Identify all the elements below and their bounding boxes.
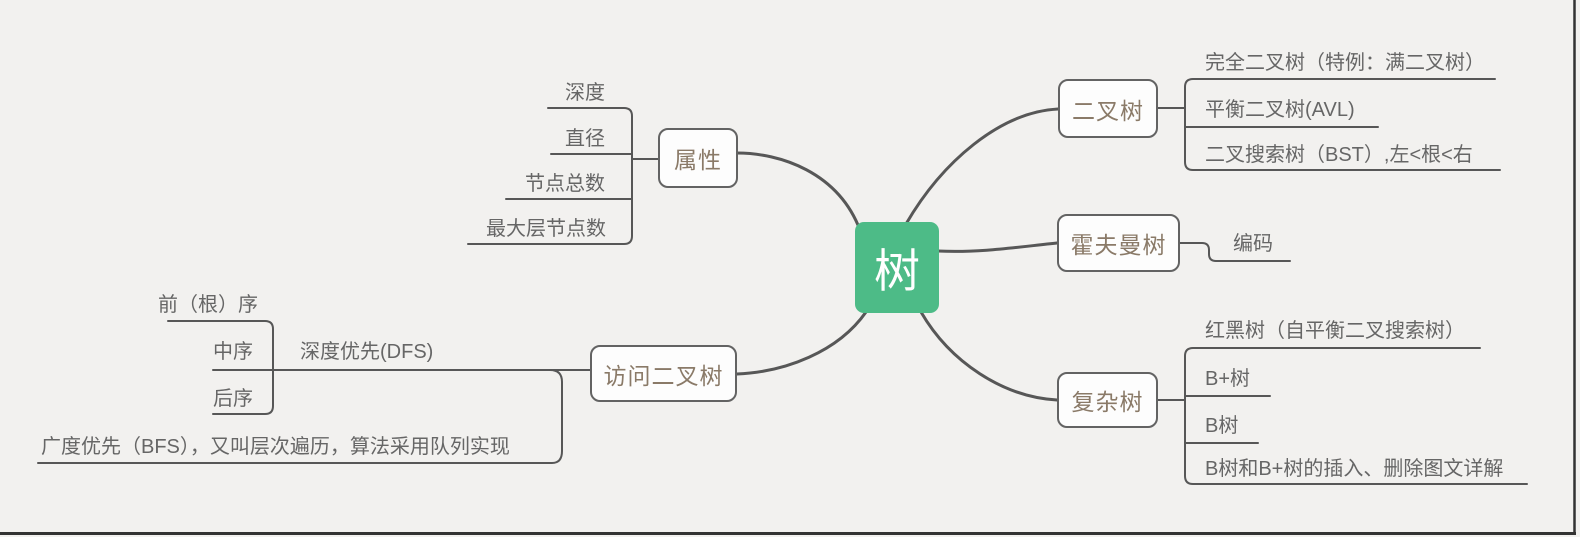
topic-label: 访问二叉树 [603,362,724,389]
connector-huffman-child [1179,242,1291,262]
leaf-attr-total-nodes[interactable]: 节点总数 [525,173,605,195]
topic-box-complex-tree[interactable]: 复杂树 [1057,372,1158,428]
root-node-tree[interactable]: 树 [855,222,939,313]
topic-box-huffman-tree[interactable]: 霍夫曼树 [1057,214,1180,272]
root-node-label: 树 [874,244,920,297]
connector-attributes-children [467,107,633,245]
leaf-complex-bplus-tree[interactable]: B+树 [1205,368,1251,390]
topic-label: 二叉树 [1072,97,1144,124]
connector-bfs [37,369,563,464]
curve-root-to-huffman [936,241,1059,253]
leaf-binary-bst[interactable]: 二叉搜索树（BST）,左<根<右 [1205,144,1473,166]
leaf-visit-bfs[interactable]: 广度优先（BFS），又叫层次遍历，算法采用队列实现 [41,436,510,458]
leaf-complex-btree-insert-delete[interactable]: B树和B+树的插入、删除图文详解 [1205,458,1504,480]
leaf-visit-dfs[interactable]: 深度优先(DFS) [300,341,434,363]
leaf-complex-b-tree[interactable]: B树 [1205,415,1239,437]
topic-box-binary-tree[interactable]: 二叉树 [1058,79,1158,138]
connector-complex-children [1184,347,1528,485]
leaf-dfs-postorder[interactable]: 后序 [213,388,253,410]
topic-box-visit-binary-tree[interactable]: 访问二叉树 [590,345,737,402]
leaf-binary-avl[interactable]: 平衡二叉树(AVL) [1205,99,1355,121]
leaf-attr-diameter[interactable]: 直径 [565,128,605,150]
curve-root-to-binary [904,107,1060,226]
leaf-complex-red-black-tree[interactable]: 红黑树（自平衡二叉搜索树） [1205,320,1465,342]
topic-box-attributes[interactable]: 属性 [658,128,738,188]
topic-label: 属性 [674,147,722,173]
leaf-dfs-preorder[interactable]: 前（根）序 [158,294,258,316]
leaf-huffman-encoding[interactable]: 编码 [1233,233,1273,255]
leaf-binary-complete[interactable]: 完全二叉树（特例：满二叉树） [1205,52,1485,74]
curve-root-to-complex [919,310,1059,402]
topic-label: 霍夫曼树 [1070,232,1167,258]
leaf-attr-depth[interactable]: 深度 [565,82,605,104]
connector-dfs-children [167,320,274,415]
leaf-attr-max-level-nodes[interactable]: 最大层节点数 [486,218,606,240]
leaf-dfs-inorder[interactable]: 中序 [213,341,253,363]
topic-label: 复杂树 [1071,389,1144,415]
curve-root-to-visit [735,310,868,376]
connector-binary-children [1184,78,1501,171]
curve-root-to-attributes [735,151,862,232]
